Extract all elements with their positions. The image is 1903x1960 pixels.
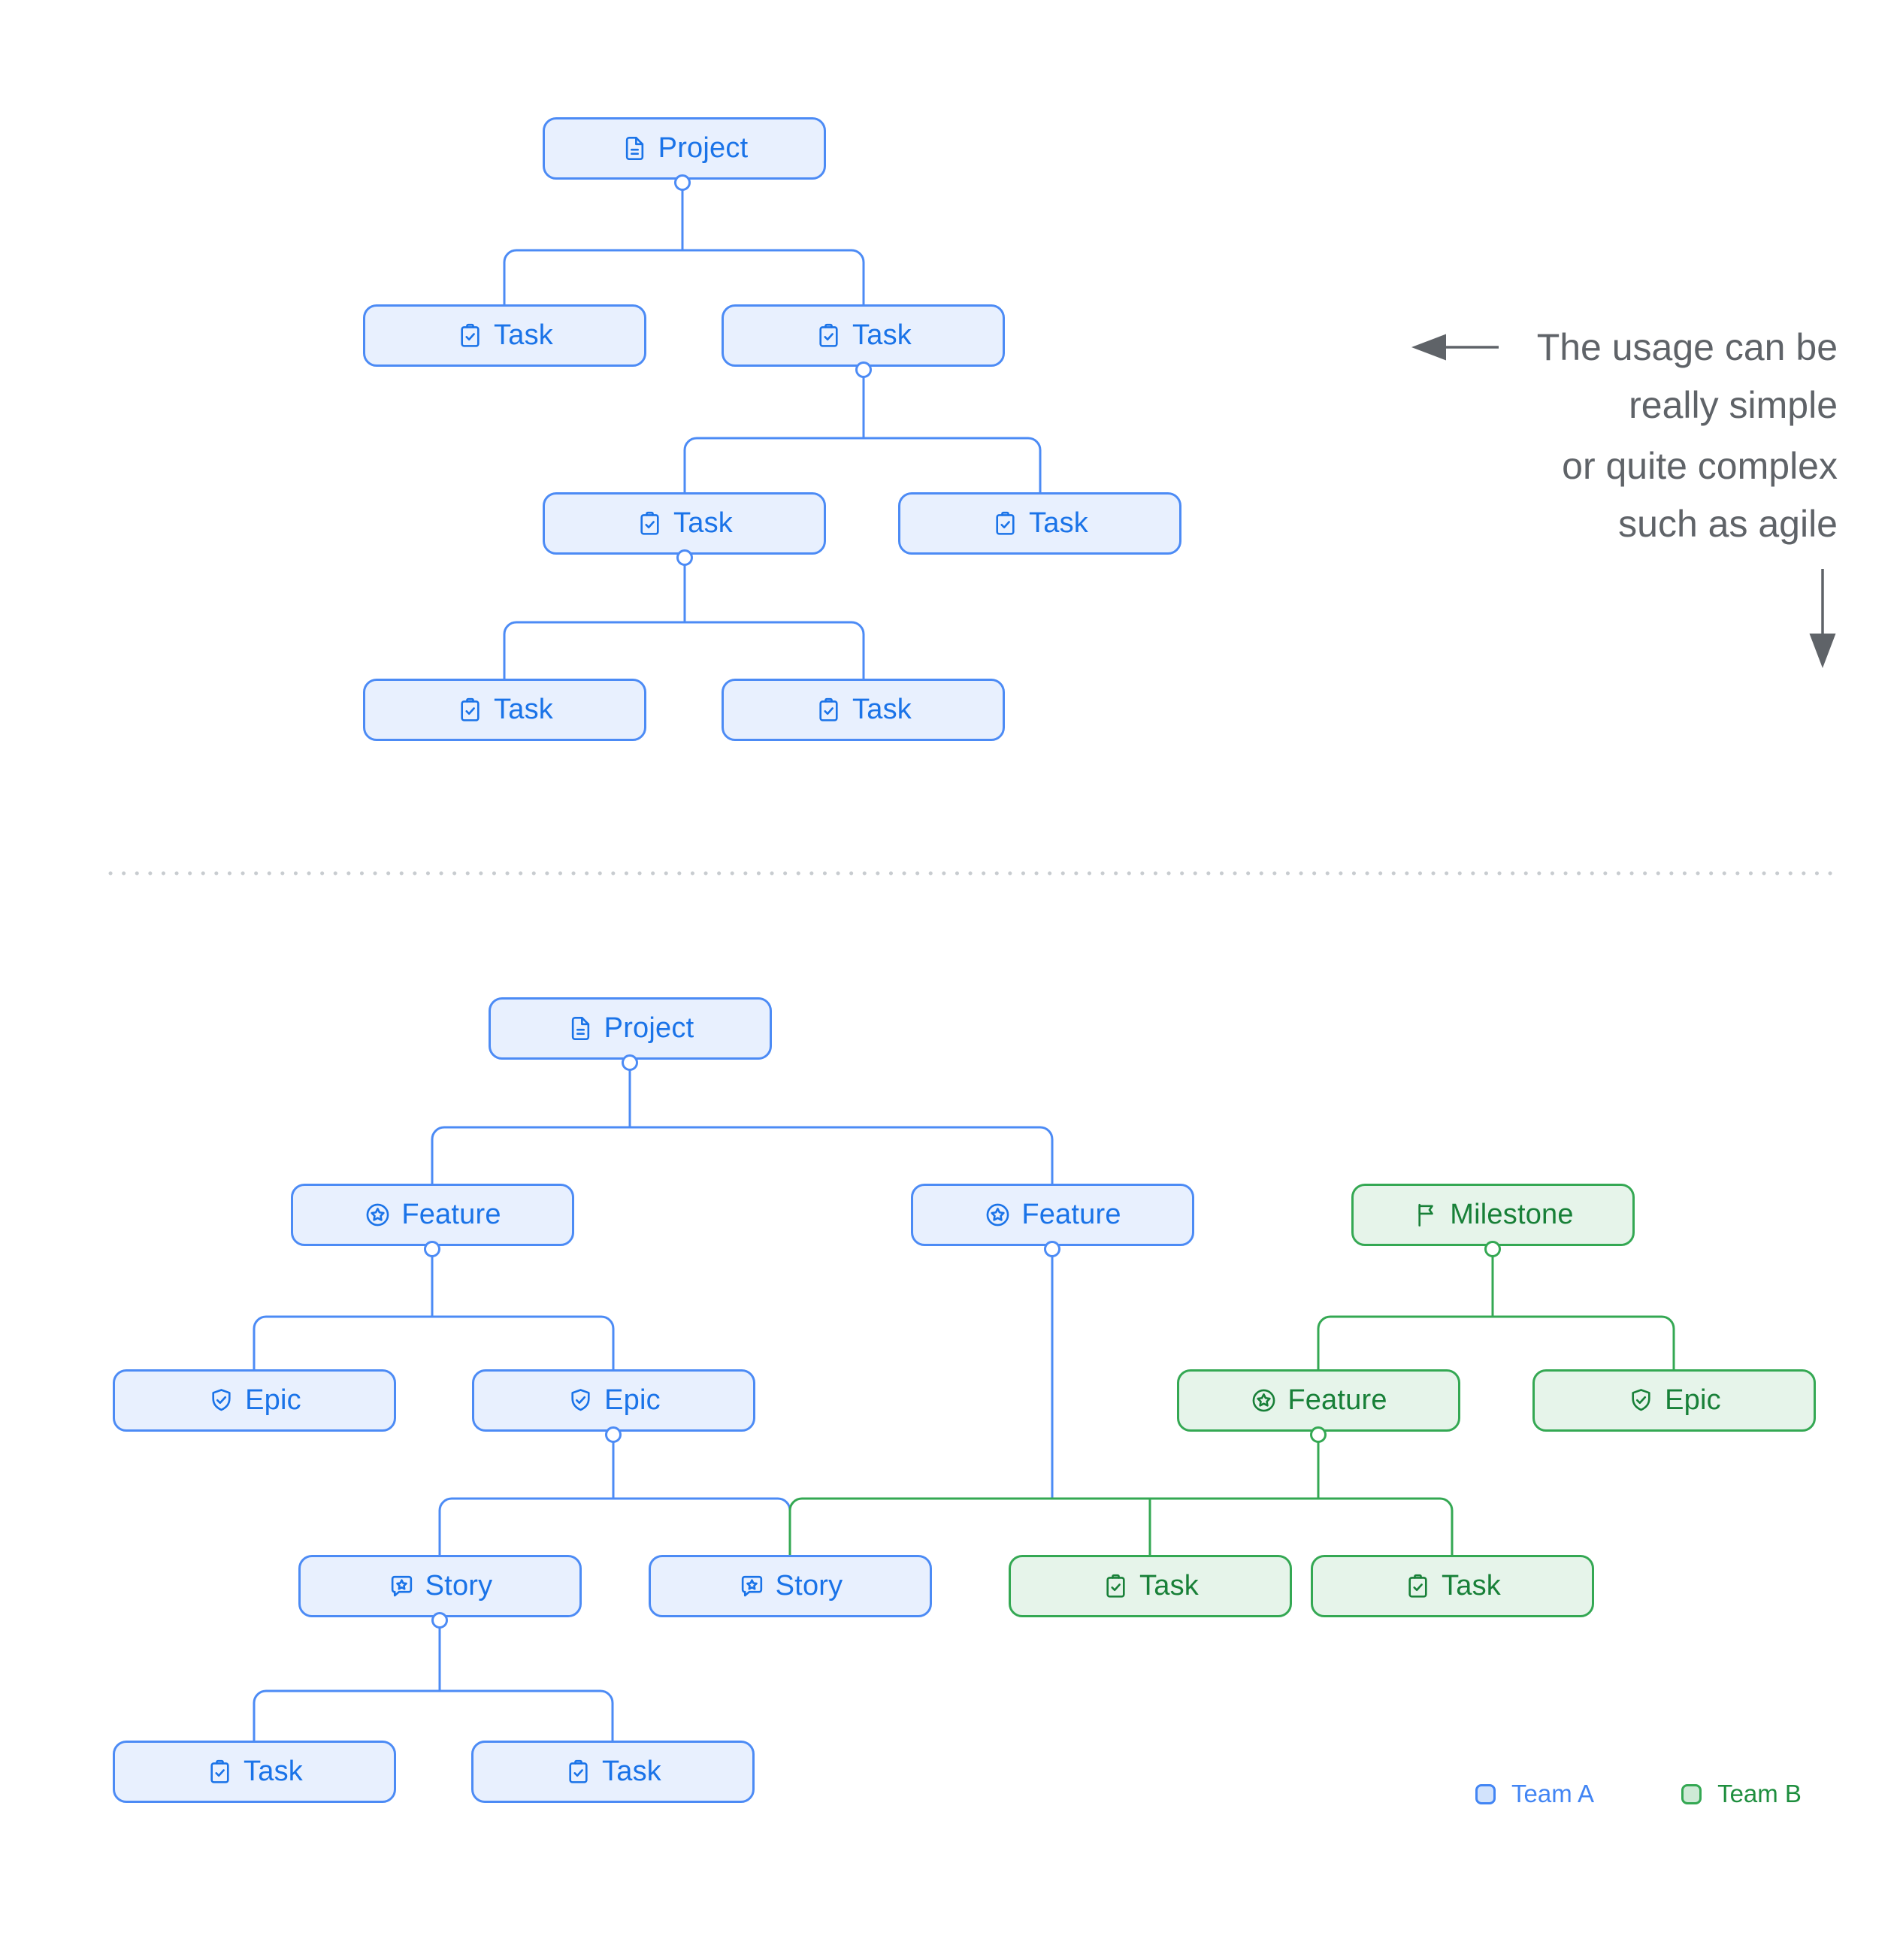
task-icon: [815, 322, 843, 349]
team-a-swatch: [1475, 1783, 1496, 1804]
annotation-line: or quite complex: [1562, 445, 1838, 487]
annotation-simple: The usage can be really simple: [1537, 319, 1838, 434]
legend-label: Team B: [1717, 1780, 1802, 1807]
node-story: Story: [649, 1555, 932, 1617]
task-icon: [991, 510, 1019, 537]
task-icon: [456, 322, 484, 349]
legend-item-team-a: Team A: [1475, 1780, 1594, 1808]
node-task: Task: [363, 304, 646, 367]
node-task: Task: [471, 1741, 755, 1803]
story-icon: [738, 1572, 766, 1600]
node-task: Task: [898, 492, 1181, 555]
node-task: Task: [1311, 1555, 1594, 1617]
node-label: Project: [604, 1012, 694, 1044]
node-label: Epic: [604, 1384, 661, 1416]
node-label: Feature: [401, 1199, 501, 1230]
down-arrow-head: [1809, 634, 1836, 668]
node-label: Feature: [1287, 1384, 1387, 1416]
node-label: Task: [852, 319, 912, 351]
node-label: Story: [425, 1570, 493, 1602]
node-label: Task: [494, 694, 553, 725]
task-icon: [1404, 1572, 1432, 1600]
node-task: Task: [543, 492, 826, 555]
legend-item-team-b: Team B: [1681, 1780, 1802, 1808]
node-feature: Feature: [1177, 1369, 1460, 1432]
document-icon: [567, 1015, 594, 1042]
node-label: Task: [852, 694, 912, 725]
node-label: Project: [658, 132, 749, 164]
node-label: Task: [602, 1756, 661, 1787]
node-label: Task: [1139, 1570, 1199, 1602]
node-task: Task: [722, 304, 1005, 367]
node-feature: Feature: [911, 1184, 1194, 1246]
task-icon: [1102, 1572, 1130, 1600]
annotation-line: really simple: [1629, 384, 1838, 426]
node-project: Project: [489, 997, 772, 1060]
legend-label: Team A: [1511, 1780, 1595, 1807]
node-label: Epic: [1665, 1384, 1721, 1416]
node-label: Task: [1442, 1570, 1501, 1602]
node-task: Task: [363, 679, 646, 741]
left-arrow-head: [1411, 334, 1446, 361]
node-epic: Epic: [472, 1369, 755, 1432]
legend: Team A Team B: [1475, 1780, 1802, 1808]
task-icon: [456, 696, 484, 724]
node-project: Project: [543, 117, 826, 180]
feature-icon: [984, 1201, 1012, 1229]
task-icon: [206, 1758, 234, 1786]
node-label: Story: [775, 1570, 843, 1602]
node-label: Task: [673, 507, 733, 539]
feature-icon: [364, 1201, 392, 1229]
node-label: Feature: [1021, 1199, 1121, 1230]
node-task: Task: [1009, 1555, 1292, 1617]
epic-icon: [1627, 1387, 1655, 1414]
node-epic: Epic: [1532, 1369, 1816, 1432]
node-label: Task: [244, 1756, 303, 1787]
task-icon: [815, 696, 843, 724]
annotation-complex: or quite complex such as agile: [1562, 437, 1838, 553]
node-label: Task: [1029, 507, 1088, 539]
node-label: Task: [494, 319, 553, 351]
story-icon: [388, 1572, 416, 1600]
node-feature: Feature: [291, 1184, 574, 1246]
node-epic: Epic: [113, 1369, 396, 1432]
task-icon: [564, 1758, 592, 1786]
epic-icon: [567, 1387, 594, 1414]
feature-icon: [1250, 1387, 1278, 1414]
node-task: Task: [722, 679, 1005, 741]
document-icon: [621, 135, 649, 162]
node-milestone: Milestone: [1351, 1184, 1635, 1246]
annotation-line: such as agile: [1618, 503, 1838, 545]
node-task: Task: [113, 1741, 396, 1803]
epic-icon: [207, 1387, 235, 1414]
node-label: Milestone: [1450, 1199, 1574, 1230]
annotation-line: The usage can be: [1536, 326, 1838, 368]
node-label: Epic: [245, 1384, 301, 1416]
team-b-swatch: [1681, 1783, 1702, 1804]
node-story: Story: [298, 1555, 582, 1617]
milestone-icon: [1412, 1201, 1440, 1229]
task-icon: [636, 510, 664, 537]
